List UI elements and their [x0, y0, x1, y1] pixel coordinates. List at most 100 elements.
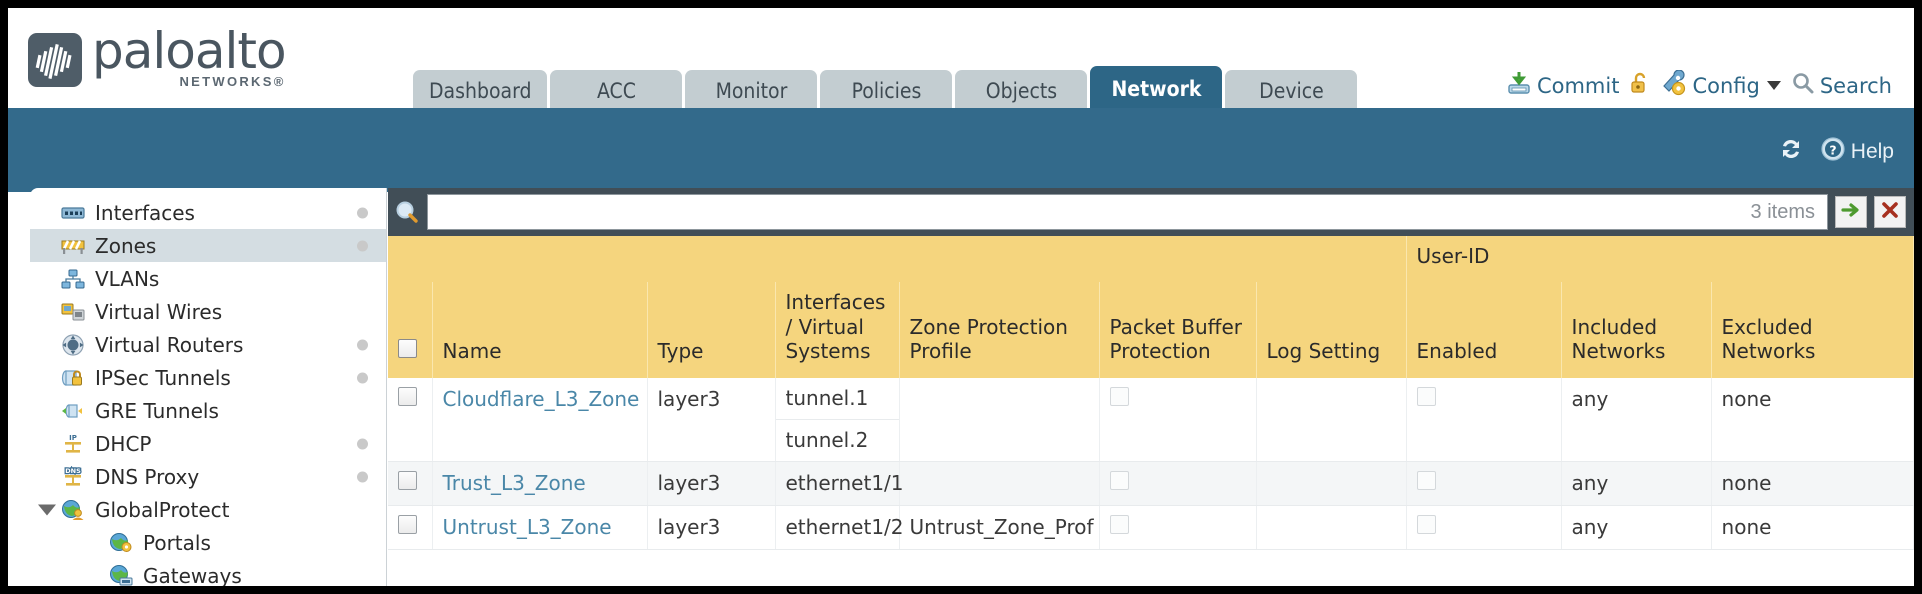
- cell-included-networks: any: [1561, 461, 1712, 506]
- interface-item: tunnel.1: [785, 385, 869, 410]
- cell-type: layer3: [647, 461, 776, 506]
- config-label: Config: [1692, 73, 1760, 98]
- row-checkbox[interactable]: [398, 514, 417, 534]
- refresh-button[interactable]: [1778, 137, 1804, 167]
- column-header-excluded-networks[interactable]: Excluded Networks: [1711, 282, 1914, 378]
- interface-item: tunnel.2: [785, 427, 869, 452]
- select-all-checkbox[interactable]: [398, 339, 417, 359]
- group-header-spacer: [388, 236, 1407, 283]
- lock-button[interactable]: [1629, 71, 1651, 100]
- sidebar-item-gateways[interactable]: Gateways: [30, 559, 386, 586]
- sidebar-item-dns-proxy[interactable]: DNS DNS Proxy: [30, 460, 386, 493]
- search-icon: [1791, 71, 1815, 100]
- tab-objects[interactable]: Objects: [955, 70, 1088, 112]
- chevron-down-icon[interactable]: [1766, 81, 1781, 90]
- top-header: paloalto NETWORKS® Dashboard ACC Monitor…: [8, 8, 1914, 112]
- column-header-name[interactable]: Name: [432, 282, 648, 378]
- zones-table: User-ID Name Type Interfaces / Virtual S…: [388, 236, 1914, 550]
- tab-dashboard[interactable]: Dashboard: [413, 70, 548, 112]
- header-actions: Commit: [1506, 69, 1892, 101]
- row-select-cell: [388, 461, 433, 506]
- search-input[interactable]: [428, 195, 1751, 229]
- sidebar-item-globalprotect[interactable]: GlobalProtect: [30, 493, 386, 526]
- tab-network[interactable]: Network: [1090, 66, 1223, 112]
- sidebar-item-virtual-wires[interactable]: Virtual Wires: [30, 295, 386, 328]
- commit-button[interactable]: Commit: [1506, 70, 1620, 101]
- table-row[interactable]: Cloudflare_L3_Zone layer3 tunnel.1 tunne…: [388, 377, 1914, 462]
- sidebar-item-label: DNS Proxy: [95, 464, 200, 489]
- config-button[interactable]: Config: [1661, 69, 1781, 101]
- cell-packet-buffer-protection: [1099, 377, 1257, 462]
- help-button[interactable]: ? Help: [1820, 136, 1894, 168]
- sidebar-item-label: VLANs: [95, 266, 160, 291]
- column-header-included-networks[interactable]: Included Networks: [1561, 282, 1712, 378]
- sidebar-item-zones[interactable]: Zones: [30, 229, 386, 262]
- tab-monitor[interactable]: Monitor: [685, 70, 818, 112]
- zone-name-link[interactable]: Cloudflare_L3_Zone: [442, 386, 640, 411]
- gre-tunnels-icon: [60, 400, 86, 422]
- ipsec-tunnels-icon: [60, 367, 86, 389]
- cell-interfaces: tunnel.1 tunnel.2: [775, 377, 900, 462]
- row-checkbox[interactable]: [398, 470, 417, 490]
- chevron-down-icon[interactable]: [38, 504, 56, 515]
- cell-name: Untrust_L3_Zone: [432, 505, 648, 550]
- cell-type: layer3: [647, 505, 776, 550]
- sidebar-item-portals[interactable]: Portals: [30, 526, 386, 559]
- packet-buffer-protection-checkbox[interactable]: [1109, 386, 1129, 406]
- apply-filter-button[interactable]: [1835, 196, 1867, 228]
- help-label: Help: [1850, 140, 1894, 163]
- network-sidebar: Interfaces Zones: [30, 188, 387, 586]
- cell-excluded-networks: none: [1711, 461, 1914, 506]
- svg-text:IP: IP: [69, 434, 77, 442]
- sidebar-item-interfaces[interactable]: Interfaces: [30, 196, 386, 229]
- sidebar-item-gre-tunnels[interactable]: GRE Tunnels: [30, 394, 386, 427]
- refresh-icon: [1778, 137, 1804, 167]
- cell-name: Trust_L3_Zone: [432, 461, 648, 506]
- cell-packet-buffer-protection: [1099, 505, 1257, 550]
- sidebar-item-label: GRE Tunnels: [95, 398, 219, 423]
- column-header-zone-protection-profile[interactable]: Zone Protection Profile: [899, 282, 1100, 378]
- search-button[interactable]: Search: [1791, 71, 1892, 100]
- sidebar-item-vlans[interactable]: VLANs: [30, 262, 386, 295]
- sidebar-item-dhcp[interactable]: IP DHCP: [30, 427, 386, 460]
- virtual-wires-icon: [60, 301, 86, 323]
- userid-enabled-checkbox[interactable]: [1416, 386, 1436, 406]
- cell-log-setting: [1256, 377, 1407, 462]
- brand-name: paloalto: [92, 22, 287, 80]
- column-header-log-setting[interactable]: Log Setting: [1256, 282, 1407, 378]
- apply-filter-icon: [1841, 200, 1861, 225]
- paloalto-logo-mark: [28, 33, 82, 87]
- filter-bar: 3 items: [388, 188, 1914, 236]
- cell-packet-buffer-protection: [1099, 461, 1257, 506]
- clear-filter-icon: [1880, 200, 1900, 225]
- sidebar-item-ipsec-tunnels[interactable]: IPSec Tunnels: [30, 361, 386, 394]
- column-header-packet-buffer-protection[interactable]: Packet Buffer Protection: [1099, 282, 1257, 378]
- table-row[interactable]: Trust_L3_Zone layer3 ethernet1/1 any non…: [388, 461, 1914, 506]
- table-group-header-row: User-ID: [388, 236, 1914, 283]
- column-header-interfaces[interactable]: Interfaces / Virtual Systems: [775, 282, 900, 378]
- table-row[interactable]: Untrust_L3_Zone layer3 ethernet1/2 Untru…: [388, 505, 1914, 550]
- zone-name-link[interactable]: Trust_L3_Zone: [442, 470, 586, 495]
- tab-acc[interactable]: ACC: [550, 70, 683, 112]
- cell-zone-protection-profile: [899, 461, 1100, 506]
- commit-label: Commit: [1536, 73, 1620, 98]
- app-window: paloalto NETWORKS® Dashboard ACC Monitor…: [8, 8, 1914, 586]
- column-header-enabled[interactable]: Enabled: [1406, 282, 1562, 378]
- packet-buffer-protection-checkbox[interactable]: [1109, 470, 1129, 490]
- zones-icon: [60, 235, 86, 257]
- userid-enabled-checkbox[interactable]: [1416, 514, 1436, 534]
- zones-panel: 3 items: [388, 188, 1914, 586]
- filter-input-wrap[interactable]: 3 items: [427, 194, 1828, 230]
- clear-filter-button[interactable]: [1874, 196, 1906, 228]
- tab-device[interactable]: Device: [1225, 70, 1358, 112]
- zone-name-link[interactable]: Untrust_L3_Zone: [442, 514, 612, 539]
- packet-buffer-protection-checkbox[interactable]: [1109, 514, 1129, 534]
- column-header-type[interactable]: Type: [647, 282, 776, 378]
- tab-policies[interactable]: Policies: [820, 70, 953, 112]
- sidebar-item-virtual-routers[interactable]: Virtual Routers: [30, 328, 386, 361]
- cell-log-setting: [1256, 461, 1407, 506]
- row-checkbox[interactable]: [398, 386, 417, 406]
- select-all-header: [388, 282, 433, 378]
- userid-enabled-checkbox[interactable]: [1416, 470, 1436, 490]
- cell-log-setting: [1256, 505, 1407, 550]
